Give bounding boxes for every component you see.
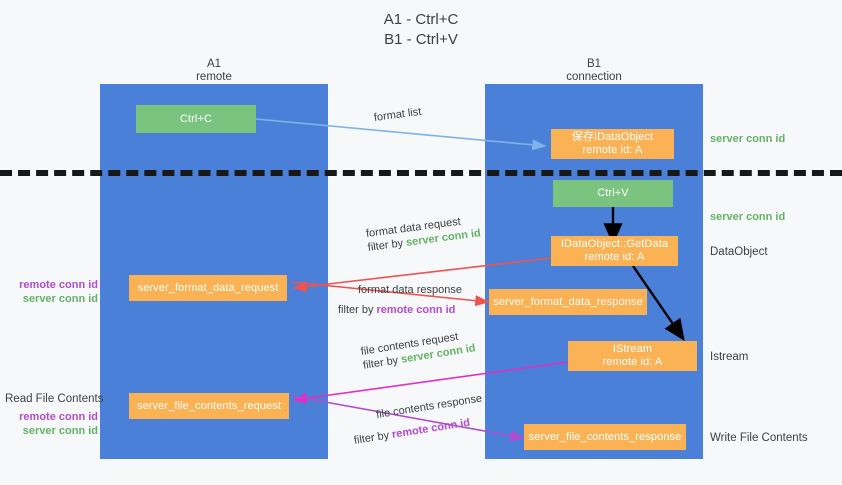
label-format-list: format list [373,105,422,125]
label-dataobject: DataObject [710,245,768,259]
box-format-data-request-line1: server_format_data_request [137,281,279,294]
column-header-a1-sub: remote [196,71,232,83]
column-header-b1-sub: connection [566,71,622,83]
box-save-dataobject[interactable]: 保存IDataObject remote id: A [551,129,674,159]
label-server-conn-id-mid-text: server conn id [710,211,786,223]
label-file-server-conn-id: server conn id [22,425,98,437]
label-write-file-contents: Write File Contents [710,431,808,445]
label-file-contents-response: file contents response filter by remote … [353,391,486,446]
box-getdata-line1: IDataObject::GetData [560,238,669,250]
box-format-data-request[interactable]: server_format_data_request [129,275,287,301]
label-read-file-contents: Read File Contents [5,393,104,405]
label-format-conn-ids: remote conn id server conn id [10,278,98,306]
box-istream[interactable]: IStream remote id: A [568,341,697,371]
label-server-conn-id-mid: server conn id [710,210,785,224]
label-file-contents-response-prefix: filter by [353,428,394,447]
phase-divider [0,170,842,176]
label-format-remote-conn-id: remote conn id [19,279,98,291]
box-ctrl-c-line1: Ctrl+C [179,112,213,125]
column-header-b1: B1 connection [485,58,703,84]
label-format-data-request: format data request filter by server con… [365,212,481,255]
box-file-contents-request[interactable]: server_file_contents_request [129,393,289,419]
label-format-data-response-line2: filter by remote conn id [338,303,462,317]
label-format-data-request-prefix: filter by [367,236,407,254]
title-line-2: B1 - Ctrl+V [384,31,458,48]
title-line-1: A1 - Ctrl+C [383,11,459,28]
label-file-contents-response-line2: filter by remote conn id [353,413,487,448]
box-save-dataobject-line1: 保存IDataObject [571,131,654,143]
box-ctrl-c[interactable]: Ctrl+C [136,105,256,133]
label-format-data-response-line1: format data response [358,284,462,296]
label-format-data-response-prefix: filter by [338,304,377,316]
label-file-remote-conn-id: remote conn id [19,411,98,423]
box-istream-line1: IStream [612,343,653,355]
box-format-data-response[interactable]: server_format_data_response [489,289,647,315]
label-dataobject-text: DataObject [710,246,768,258]
label-format-data-response-key: remote conn id [376,304,456,316]
box-format-data-response-line1: server_format_data_response [493,295,643,308]
label-format-server-conn-id: server conn id [22,293,98,305]
label-file-contents-request: file contents request filter by server c… [360,327,477,372]
label-format-data-response: format data response filter by remote co… [338,283,462,317]
box-save-dataobject-line2: remote id: A [582,144,643,156]
column-header-b1-name: B1 [586,58,602,70]
label-server-conn-id-top-text: server conn id [710,133,786,145]
label-read-file-contents-group: Read File Contents remote conn id server… [5,392,104,438]
label-server-conn-id-top: server conn id [710,132,785,146]
box-file-contents-response-line1: server_file_contents_response [528,430,682,443]
box-getdata[interactable]: IDataObject::GetData remote id: A [551,236,678,266]
box-istream-line2: remote id: A [602,356,663,368]
box-getdata-line2: remote id: A [584,251,645,263]
box-file-contents-response[interactable]: server_file_contents_response [524,424,686,450]
column-header-a1-name: A1 [206,58,222,70]
box-ctrl-v[interactable]: Ctrl+V [553,180,673,207]
box-ctrl-v-line1: Ctrl+V [597,187,629,199]
page-title: A1 - Ctrl+C B1 - Ctrl+V [0,10,842,50]
label-file-contents-response-key: remote conn id [391,416,471,441]
label-istream-text: Istream [710,351,749,363]
box-file-contents-request-line1: server_file_contents_request [136,399,282,412]
label-istream: Istream [710,350,748,364]
label-format-list-text: format list [373,105,423,124]
column-header-a1: A1 remote [100,58,328,84]
label-write-file-contents-text: Write File Contents [710,432,808,444]
